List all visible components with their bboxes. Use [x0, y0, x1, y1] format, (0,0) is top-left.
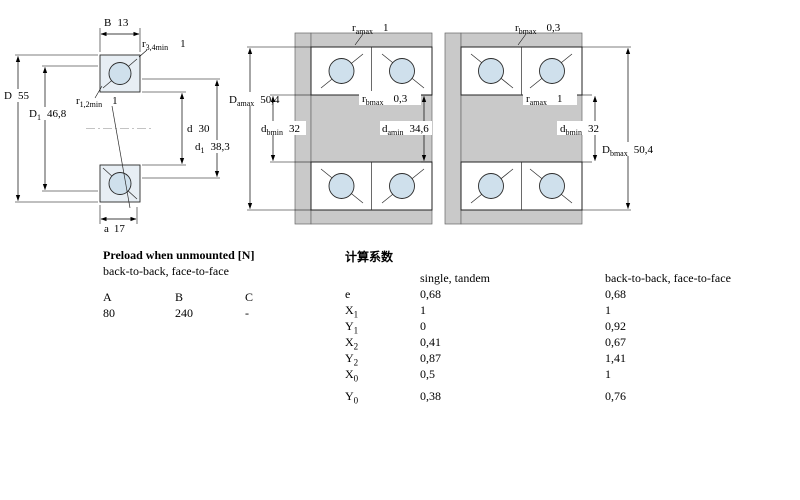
factor-value-paired: 1 [605, 367, 611, 381]
preload-col-c: C [245, 290, 254, 304]
factor-value-single: 0,5 [420, 367, 435, 381]
ball-top [108, 62, 132, 85]
preload-title: Preload when unmounted [N] [103, 248, 255, 262]
factor-value-single: 0,38 [420, 389, 441, 403]
factor-row-X2: X2 0,41 0,67 [345, 335, 775, 351]
factor-symbol: X1 [345, 303, 359, 320]
factor-value-paired: 0,68 [605, 287, 626, 301]
preload-value-c: - [245, 306, 249, 320]
bearing-bottom-section [99, 164, 141, 203]
preload-col-a: A [103, 290, 112, 304]
factor-row-Y2: Y2 0,87 1,41 [345, 351, 775, 367]
housing-bottom [310, 209, 433, 225]
bearing-pair-bottom [310, 161, 433, 211]
ball-bottom [108, 172, 132, 195]
preload-header-row: A B C [103, 290, 333, 306]
factors-title: 计算系数 [345, 250, 394, 264]
factor-value-single: 1 [420, 303, 426, 317]
factor-value-single: 0 [420, 319, 426, 333]
preload-value-a: 80 [103, 306, 115, 320]
factors-col-back-to-back: back-to-back, face-to-face [605, 271, 731, 285]
factor-symbol: X2 [345, 335, 359, 352]
factor-value-paired: 0,76 [605, 389, 626, 403]
bearing-pair-bottom [460, 161, 583, 211]
factors-section: 计算系数 single, tandem back-to-back, face-t… [345, 248, 775, 405]
shoulder-abutment [444, 32, 462, 225]
factor-symbol: Y2 [345, 351, 359, 368]
factor-symbol: X0 [345, 367, 359, 384]
housing-bottom [460, 209, 583, 225]
factors-header-row: single, tandem back-to-back, face-to-fac… [345, 271, 775, 287]
factor-value-paired: 0,67 [605, 335, 626, 349]
factors-col-single-tandem: single, tandem [420, 271, 490, 285]
factor-value-single: 0,68 [420, 287, 441, 301]
factor-value-paired: 1,41 [605, 351, 626, 365]
bearing-pair-top [310, 46, 433, 96]
preload-value-b: 240 [175, 306, 193, 320]
factor-value-single: 0,41 [420, 335, 441, 349]
preload-value-row: 80 240 - [103, 306, 333, 322]
factor-row-X1: X1 1 1 [345, 303, 775, 319]
factor-row-Y1: Y1 0 0,92 [345, 319, 775, 335]
factor-row-X0: X0 0,5 1 [345, 367, 775, 383]
factor-row-Y0: Y0 0,38 0,76 [345, 389, 775, 405]
factor-symbol: Y1 [345, 319, 359, 336]
bearing-pair-top [460, 46, 583, 96]
factor-symbol: e [345, 287, 351, 301]
factor-value-paired: 0,92 [605, 319, 626, 333]
factor-value-single: 0,87 [420, 351, 441, 365]
factor-row-e: e 0,68 0,68 [345, 287, 775, 303]
contact-angle-line [111, 105, 131, 209]
bearing-top-section [99, 54, 141, 93]
factor-value-paired: 1 [605, 303, 611, 317]
preload-subtitle: back-to-back, face-to-face [103, 264, 229, 278]
preload-col-b: B [175, 290, 184, 304]
factor-symbol: Y0 [345, 389, 359, 406]
preload-section: Preload when unmounted [N] back-to-back,… [103, 248, 333, 322]
